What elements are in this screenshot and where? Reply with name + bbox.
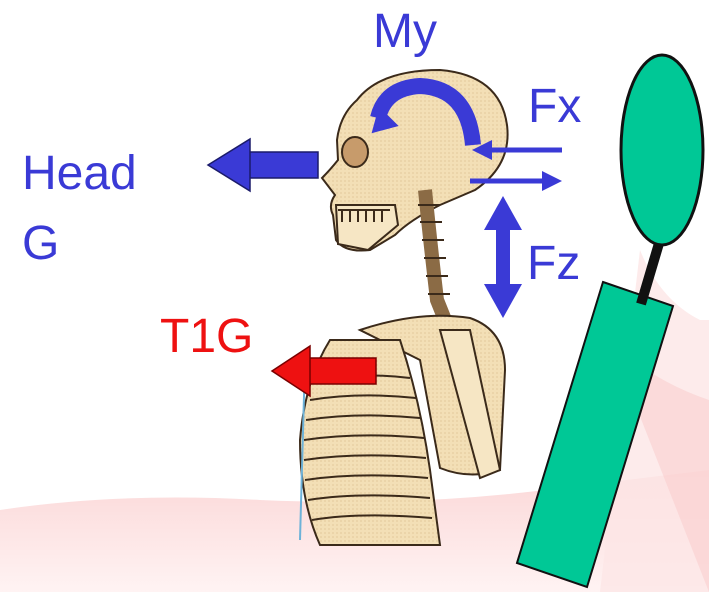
fz-arrow xyxy=(484,196,522,318)
label-g: G xyxy=(22,220,59,268)
eye-socket xyxy=(342,137,368,167)
label-fz: Fz xyxy=(527,240,580,288)
label-my: My xyxy=(373,8,437,56)
label-t1g: T1G xyxy=(160,313,253,361)
headrest-icon xyxy=(621,55,703,245)
head-g-arrow xyxy=(208,139,318,191)
cervical-spine xyxy=(425,190,445,320)
label-fx: Fx xyxy=(528,83,581,131)
label-head: Head xyxy=(22,150,137,198)
